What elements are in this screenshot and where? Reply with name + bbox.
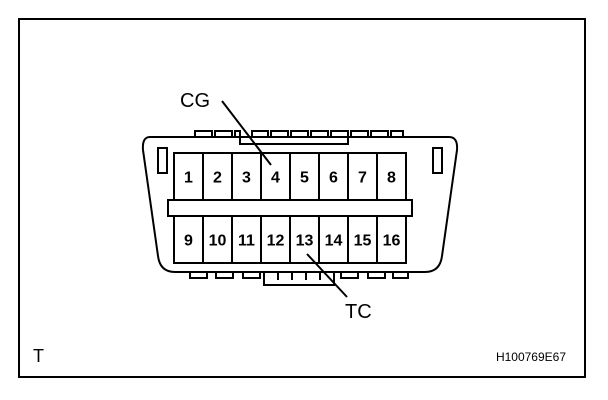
pin-label-2: 2 xyxy=(213,170,222,187)
pin-label-9: 9 xyxy=(184,233,193,250)
pin-label-15: 15 xyxy=(354,233,372,250)
pin-cavity-9 xyxy=(173,215,204,264)
connector-right-slot xyxy=(432,147,443,174)
pin-label-12: 12 xyxy=(267,233,285,250)
pin-label-5: 5 xyxy=(300,170,309,187)
pin-cavity-3 xyxy=(231,152,262,201)
pin-label-14: 14 xyxy=(325,233,343,250)
connector-left-slot xyxy=(157,147,168,174)
pin-cavity-1 xyxy=(173,152,204,201)
pin-label-7: 7 xyxy=(358,170,367,187)
pin-cavity-8 xyxy=(376,152,407,201)
tc-leader-line xyxy=(306,253,348,298)
cg-leader-line xyxy=(221,100,272,166)
pin-cavity-16 xyxy=(376,215,407,264)
cg-label: CG xyxy=(180,90,210,112)
pin-label-13: 13 xyxy=(296,233,314,250)
pin-cavity-14 xyxy=(318,215,349,264)
connector-top-key xyxy=(239,137,349,145)
pin-cavity-12 xyxy=(260,215,291,264)
pin-label-6: 6 xyxy=(329,170,338,187)
connector-bottom-ribs xyxy=(189,272,409,279)
tc-label: TC xyxy=(345,301,372,323)
pin-label-4: 4 xyxy=(271,170,280,187)
connector-bottom-latch xyxy=(263,272,335,286)
figure-code: H100769E67 xyxy=(496,350,566,364)
corner-label: T xyxy=(33,346,44,366)
pin-label-1: 1 xyxy=(184,170,193,187)
figure-frame xyxy=(18,18,586,378)
pin-label-11: 11 xyxy=(238,233,255,250)
pin-cavity-4 xyxy=(260,152,291,201)
pin-label-8: 8 xyxy=(387,170,396,187)
pin-cavity-11 xyxy=(231,215,262,264)
pin-label-10: 10 xyxy=(209,233,227,250)
center-rib xyxy=(167,199,413,217)
pin-cavity-2 xyxy=(202,152,233,201)
pin-label-16: 16 xyxy=(383,233,401,250)
connector-top-ribs xyxy=(194,130,404,137)
pin-label-3: 3 xyxy=(242,170,251,187)
